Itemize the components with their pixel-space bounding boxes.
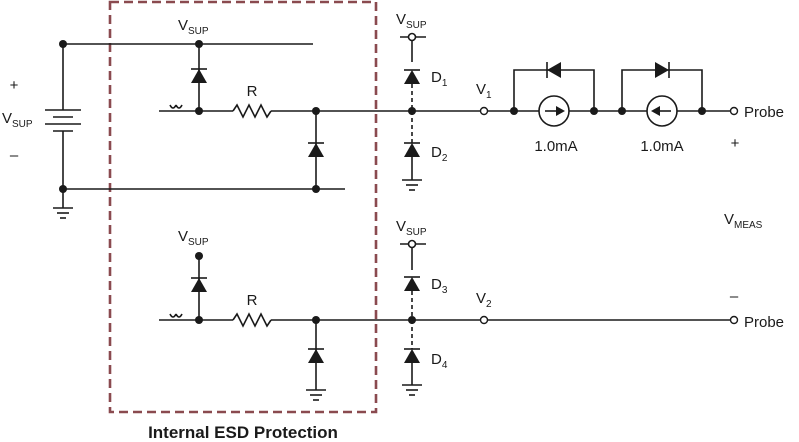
d2-diode [404,143,420,157]
upper-resistor-label: R [247,83,258,100]
d4-label: D4 [431,351,448,371]
esd-box-caption: Internal ESD Protection [148,423,338,442]
d1-vsup-label: VSUP [396,11,427,31]
current-source-1-label: 1.0mA [534,138,577,155]
d4-diode [404,349,420,363]
lower-resistor [232,312,272,328]
v2-node [479,315,489,325]
d1-label: D1 [431,69,448,89]
upper-esd-diode-bottom [308,143,324,157]
current-source-2-label: 1.0mA [640,138,683,155]
battery-vsup-label: VSUP [2,110,33,130]
lower-esd-diode-top [191,278,207,292]
lower-resistor-label: R [247,292,258,309]
upper-pin-break [169,104,183,109]
d3-diode [404,277,420,291]
v1-label: V1 [476,81,492,101]
upper-resistor [232,103,272,119]
vmeas-minus-sign: – [730,288,739,305]
battery-minus-label: – [10,147,19,164]
current-source-1 [510,62,598,127]
upper-esd-diode-top [191,69,207,83]
vmeas-plus-sign: + [731,135,740,152]
probe-minus-terminal [729,315,739,325]
d3-vsup-label: VSUP [396,218,427,238]
d2-label: D2 [431,144,448,164]
esd-protection-box [108,0,378,414]
d3-label: D3 [431,276,448,296]
d1-diode [404,70,420,84]
upper-vsup-label: VSUP [178,17,209,37]
current-source-2 [618,62,706,127]
v1-node [479,106,489,116]
probe-plus-label: Probe [744,104,784,121]
vmeas-label: VMEAS [724,211,763,231]
lower-esd-diode-bottom [308,349,324,363]
v2-label: V2 [476,290,492,310]
lower-pin-break [169,313,183,318]
probe-minus-label: Probe [744,314,784,331]
supply-battery [45,40,345,219]
battery-plus-label: + [10,77,19,94]
probe-plus-terminal [729,106,739,116]
lower-vsup-label: VSUP [178,228,209,248]
